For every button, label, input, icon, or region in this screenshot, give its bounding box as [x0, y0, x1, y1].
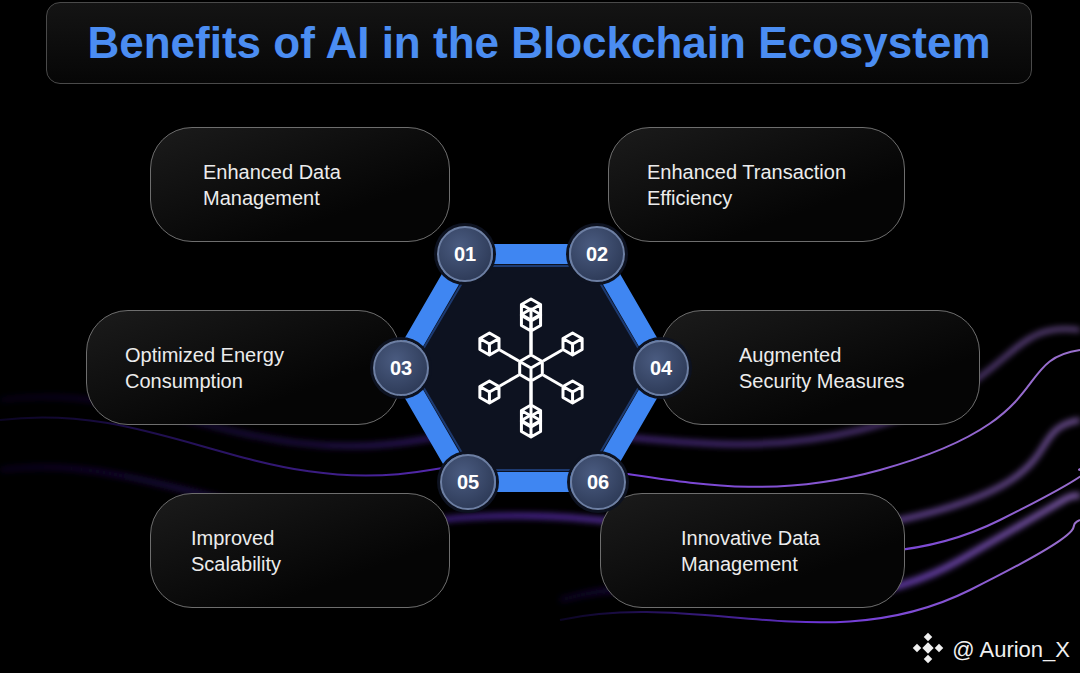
callout-number: 01: [454, 243, 476, 266]
benefit-text: Enhanced Transaction Efficiency: [647, 159, 887, 211]
number-badge: 05: [440, 454, 496, 510]
number-badge: 04: [633, 340, 689, 396]
network-link: [543, 375, 562, 386]
benefit-pill: Innovative Data Management: [600, 493, 905, 608]
benefit-text: Enhanced Data Management: [203, 159, 373, 211]
benefit-text: Innovative Data Management: [681, 525, 851, 577]
title-banner: Benefits of AI in the Blockchain Ecosyst…: [46, 2, 1032, 84]
cube-shape: [480, 333, 499, 355]
cube-shape: [563, 381, 582, 403]
benefit-text: Optimized Energy Consumption: [125, 342, 325, 394]
callout-number: 06: [587, 471, 609, 494]
number-badge: 03: [373, 340, 429, 396]
cube-shape: [521, 299, 540, 321]
benefit-pill: Enhanced Transaction Efficiency: [608, 127, 905, 242]
network-link: [500, 350, 519, 361]
number-badge: 06: [570, 454, 626, 510]
cube-shape: [563, 333, 582, 355]
cube-shape: [521, 415, 540, 437]
callout-number: 04: [650, 357, 672, 380]
watermark-logo: [913, 633, 943, 663]
benefit-text: Improved Scalability: [191, 525, 321, 577]
central-hexagon: [399, 254, 663, 482]
number-badge: 01: [437, 226, 493, 282]
number-badge: 02: [569, 226, 625, 282]
callout-number: 02: [586, 243, 608, 266]
cube-shape: [520, 355, 543, 381]
title-text: Benefits of AI in the Blockchain Ecosyst…: [87, 18, 990, 68]
callout-number: 05: [457, 471, 479, 494]
network-link: [500, 375, 519, 386]
network-link: [543, 350, 562, 361]
benefit-pill: Enhanced Data Management: [150, 127, 450, 242]
benefit-pill: Augmented Security Measures: [660, 310, 980, 425]
benefit-pill: Improved Scalability: [150, 493, 450, 608]
benefit-pill: Optimized Energy Consumption: [86, 310, 400, 425]
cube-network-icon: [480, 299, 582, 437]
network-link: [530, 382, 533, 414]
benefit-text: Augmented Security Measures: [739, 342, 914, 394]
callout-number: 03: [390, 357, 412, 380]
watermark-text: @ Aurion_X: [952, 637, 1070, 663]
hexagon-inner-rim: [412, 266, 650, 470]
cube-shape: [480, 381, 499, 403]
